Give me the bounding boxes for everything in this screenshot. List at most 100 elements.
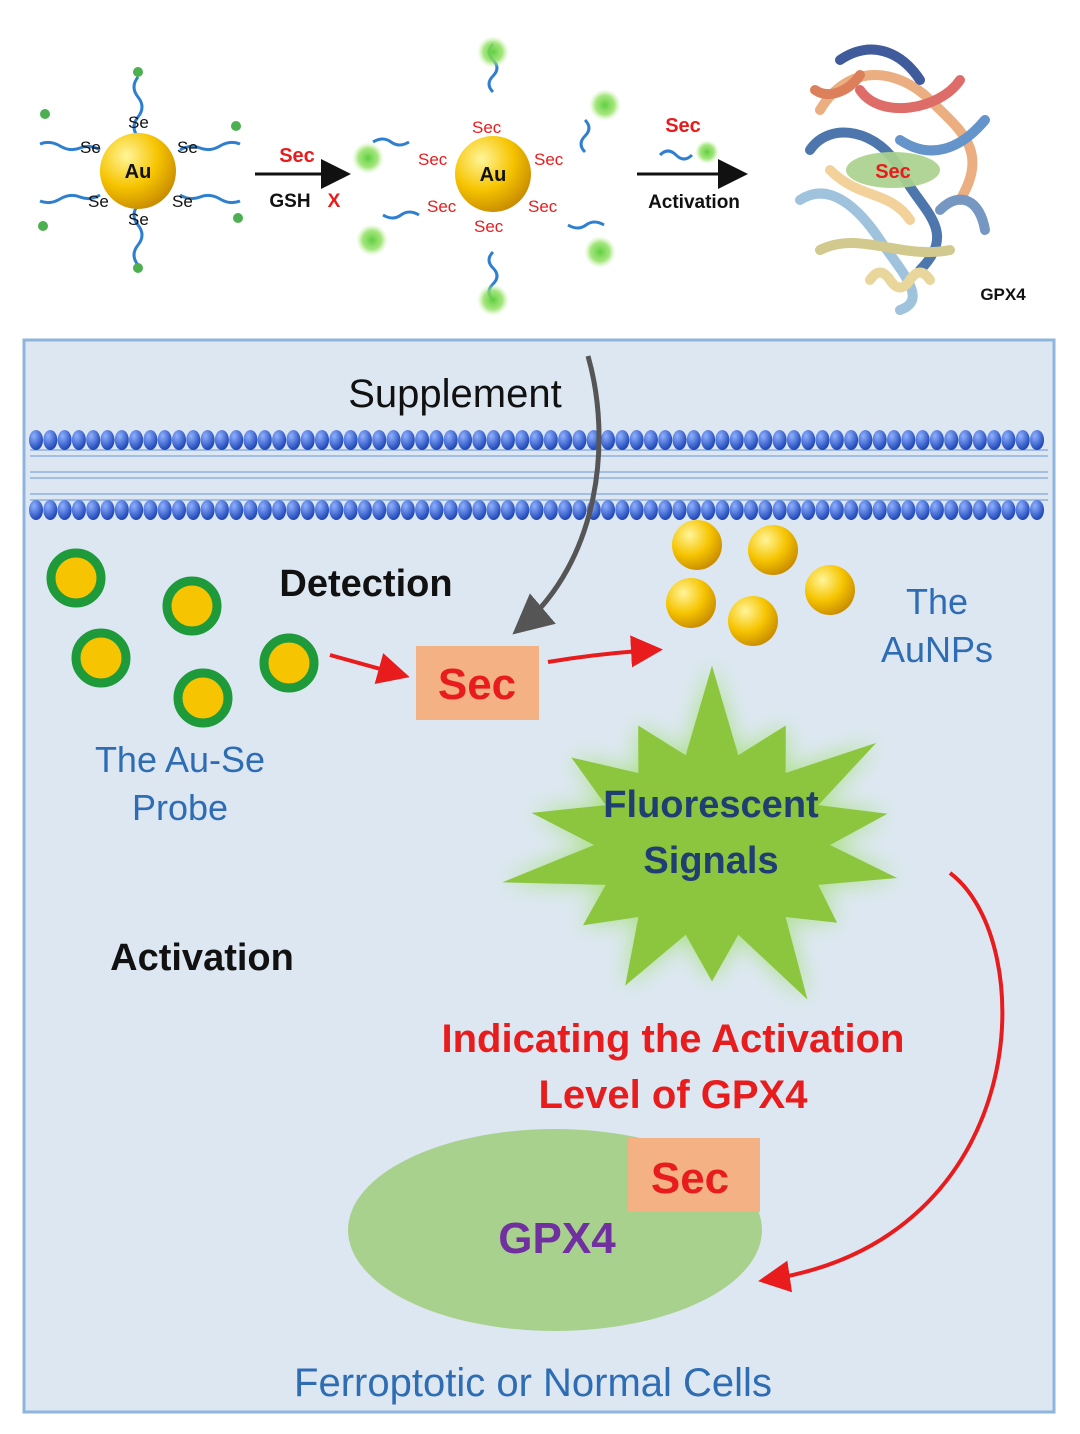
membrane-bead xyxy=(343,500,358,520)
se-label-tl: Se xyxy=(80,138,101,157)
au-se-probes xyxy=(46,548,319,728)
membrane-bead xyxy=(43,500,58,520)
membrane-bead xyxy=(57,430,72,450)
membrane-bead xyxy=(486,500,501,520)
membrane-bead xyxy=(86,430,101,450)
probe-nanoparticle: Au Se Se Se Se Se Se xyxy=(38,67,243,273)
membrane-bead xyxy=(300,500,315,520)
membrane-bead xyxy=(929,500,944,520)
membrane-bead xyxy=(229,500,244,520)
supplement-arrow xyxy=(512,355,602,635)
activation-label: Activation xyxy=(110,937,294,979)
membrane-bead xyxy=(400,430,415,450)
membrane-bead xyxy=(815,430,830,450)
membrane-bead xyxy=(29,430,43,450)
membrane-bead xyxy=(472,500,487,520)
sec-ligand-bottom: Sec xyxy=(474,217,504,236)
membrane-bead xyxy=(400,500,415,520)
membrane-bead xyxy=(701,500,716,520)
membrane-bead xyxy=(572,500,587,520)
membrane-bead xyxy=(315,500,329,520)
membrane-bead xyxy=(572,430,587,450)
membrane-bead xyxy=(758,430,773,450)
arrow1-inhibitor: GSH xyxy=(269,191,310,212)
membrane-bead xyxy=(415,430,430,450)
membrane-bead xyxy=(372,500,387,520)
membrane-bead xyxy=(500,430,515,450)
sec-to-aunps-arrow xyxy=(547,635,663,668)
membrane-bead xyxy=(915,500,930,520)
membrane-bead xyxy=(829,430,844,450)
membrane-bead xyxy=(643,430,658,450)
membrane-bead xyxy=(100,500,115,520)
membrane-bead xyxy=(129,500,144,520)
membrane-bead xyxy=(758,500,773,520)
gpx4-sec-label: Sec xyxy=(651,1154,729,1203)
membrane-bead xyxy=(486,430,501,450)
gpx4-label: GPX4 xyxy=(498,1214,616,1263)
membrane-bead xyxy=(343,430,358,450)
gpx4-protein-structure: Sec GPX4 xyxy=(790,20,1026,315)
dye-glow-6 xyxy=(584,236,616,268)
membrane-bead xyxy=(829,500,844,520)
membrane-bead xyxy=(157,430,172,450)
membrane-bead xyxy=(1030,430,1044,450)
sec-ligand-br: Sec xyxy=(528,197,558,216)
arrow1-reagent: Sec xyxy=(279,145,315,167)
membrane-bead xyxy=(300,430,315,450)
signal-label-line2: Signals xyxy=(643,840,778,882)
aunps-label-line2: AuNPs xyxy=(881,629,993,670)
membrane-bead xyxy=(272,430,287,450)
membrane-bead xyxy=(629,500,644,520)
membrane-bead xyxy=(686,430,701,450)
sec-ligand-top: Sec xyxy=(472,118,502,137)
membrane-bead xyxy=(272,500,287,520)
membrane-bead xyxy=(715,430,730,450)
membrane-bead xyxy=(815,500,830,520)
membrane-bead xyxy=(1015,500,1030,520)
membrane-bead xyxy=(972,430,987,450)
membrane-bead xyxy=(443,430,458,450)
membrane-bead xyxy=(114,500,129,520)
fluorescent-signal-burst xyxy=(502,665,898,1000)
sec-box xyxy=(416,646,539,720)
membrane-bead xyxy=(71,430,86,450)
sec-box-label: Sec xyxy=(438,660,516,709)
membrane-bead xyxy=(458,500,472,520)
membrane-bead xyxy=(901,430,916,450)
membrane-bead xyxy=(200,500,215,520)
membrane-bead xyxy=(129,430,144,450)
aunps xyxy=(666,520,855,646)
membrane-bead xyxy=(915,430,930,450)
membrane-bead xyxy=(257,430,272,450)
membrane-bead xyxy=(172,430,186,450)
membrane-bead xyxy=(543,500,558,520)
membrane-bead xyxy=(429,430,444,450)
membrane-bead xyxy=(172,500,186,520)
membrane-bead xyxy=(615,430,630,450)
membrane-bead xyxy=(944,430,959,450)
product-nanoparticle: Au Sec Sec Sec Sec Sec Sec xyxy=(352,36,621,316)
membrane-bead xyxy=(729,500,744,520)
membrane-bead xyxy=(443,500,458,520)
membrane-bead xyxy=(729,430,744,450)
membrane-bead xyxy=(872,430,887,450)
membrane-bead xyxy=(543,430,558,450)
membrane-bead xyxy=(558,500,573,520)
membrane-bead xyxy=(529,500,544,520)
membrane-bead xyxy=(29,500,43,520)
membrane-bead xyxy=(57,500,72,520)
membrane-bead xyxy=(629,430,644,450)
membrane-bead xyxy=(858,430,873,450)
sec-ligand-left: Sec xyxy=(418,150,448,169)
membrane-bead xyxy=(672,430,687,450)
membrane-bead xyxy=(1030,500,1044,520)
membrane-bead xyxy=(801,430,816,450)
membrane-bead xyxy=(329,430,344,450)
membrane-bead xyxy=(686,500,701,520)
membrane-bead xyxy=(357,500,372,520)
membrane-bead xyxy=(86,500,101,520)
membrane-bead xyxy=(929,430,944,450)
se-label-bottom: Se xyxy=(128,210,149,229)
membrane-bead xyxy=(744,500,758,520)
